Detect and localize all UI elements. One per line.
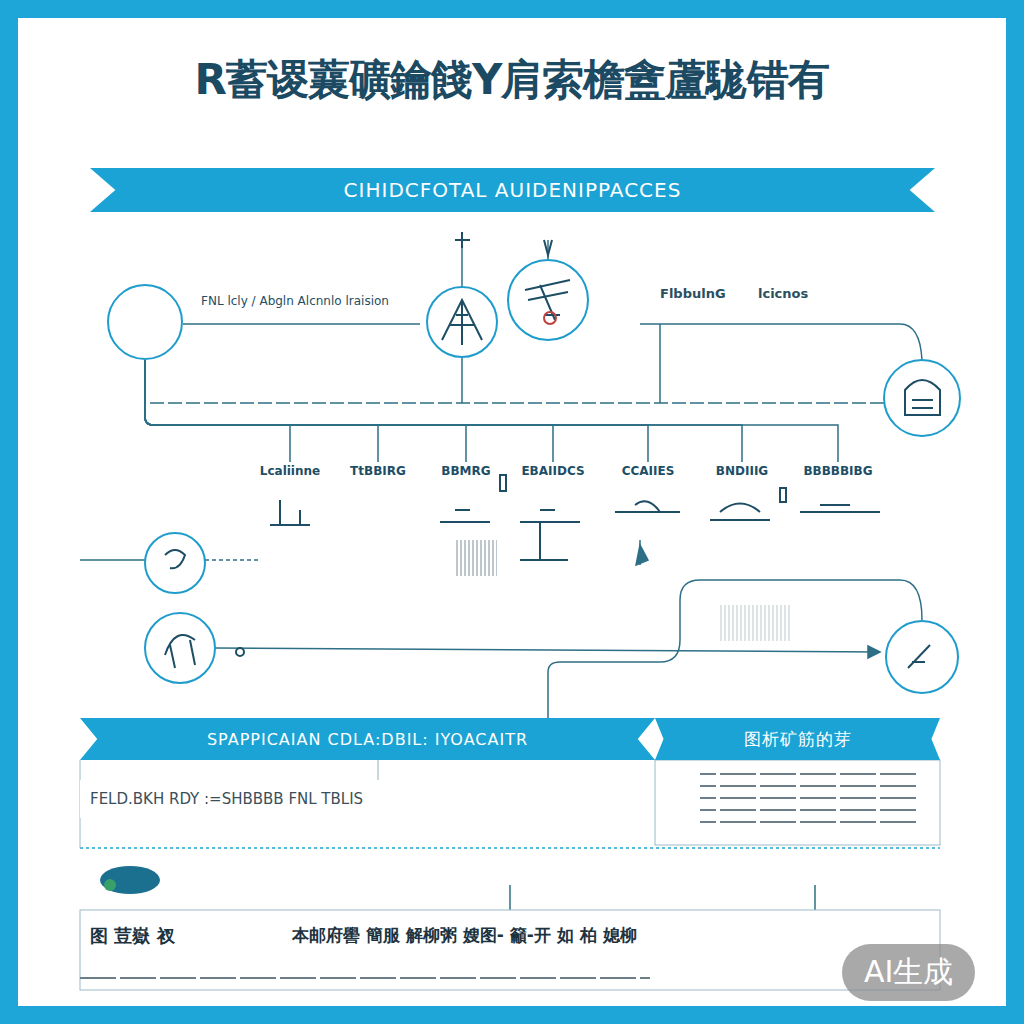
top-label: FlbbulnG	[660, 286, 726, 301]
connector	[145, 360, 466, 462]
node-text: CCAIIES	[622, 464, 675, 478]
connector	[145, 360, 648, 462]
title-band: SPAPPICAIAN CDLA:DBIL: IYOACAITR	[80, 718, 655, 760]
title-band: 图析矿筋的芽	[655, 718, 940, 760]
top-label: lcicnos	[758, 286, 808, 301]
node-text: 本邮府嚳 簡服 解柳粥 嫂图- 籲-开 如 柏 媳柳	[292, 924, 637, 947]
node-text: FNL lcly / Abgln Alcnnlo lraision	[201, 294, 389, 308]
node-text: TtBBIRG	[350, 464, 406, 478]
diagram-title: R蓄谡蘘礦鑰餞Y肩索檐盦蘆駹错有	[30, 52, 994, 108]
node-text: CIHIDCFOTAL AUIDENIPPACCES	[344, 178, 682, 202]
connector	[145, 360, 290, 462]
category-label: BNDIIIG	[712, 462, 772, 480]
watermark: AI生成	[842, 944, 975, 1001]
connector	[145, 360, 378, 462]
category-label: TtBBIRG	[346, 462, 410, 480]
connector	[145, 360, 838, 462]
text-panel: FELD.BKH RDY :=SHBBBB FNL TBLIS	[80, 780, 640, 818]
node-text: EBAIIDCS	[521, 464, 584, 478]
category-label: Lcaliinne	[256, 462, 324, 480]
icon-circle: FNL lcly / Abgln Alcnnlo lraision	[107, 284, 183, 360]
node-text: SPAPPICAIAN CDLA:DBIL: IYOACAITR	[207, 730, 528, 749]
node-text: 图析矿筋的芽	[744, 728, 852, 751]
node-text: 图 荳嶽 衩	[90, 924, 175, 948]
node-text: Lcaliinne	[260, 464, 320, 478]
category-label: BBMRG	[437, 462, 494, 480]
node-text: FELD.BKH RDY :=SHBBBB FNL TBLIS	[90, 790, 630, 808]
connector	[145, 360, 553, 462]
connector	[145, 360, 742, 462]
category-label: CCAIIES	[618, 462, 679, 480]
title-band: CIHIDCFOTAL AUIDENIPPACCES	[90, 168, 935, 212]
node-text: BBBBBIBG	[803, 464, 872, 478]
table-box: 图 荳嶽 衩 本邮府嚳 簡服 解柳粥 嫂图- 籲-开 如 柏 媳柳	[82, 918, 822, 968]
node-text: BBMRG	[441, 464, 490, 478]
category-label: BBBBBIBG	[799, 462, 876, 480]
category-label: EBAIIDCS	[517, 462, 588, 480]
node-text: BNDIIIG	[716, 464, 768, 478]
